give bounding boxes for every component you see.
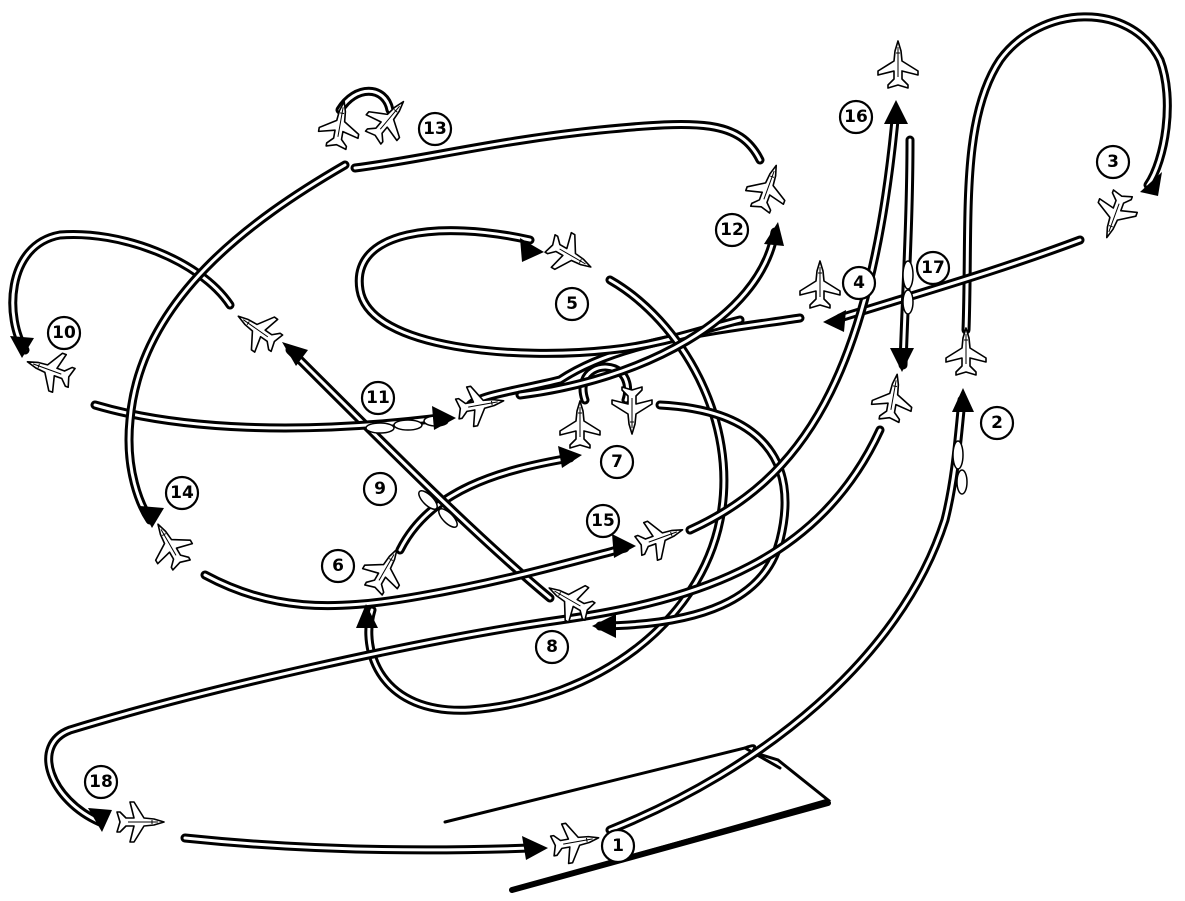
position-label-3: 3 — [1095, 144, 1131, 180]
svg-text:18: 18 — [89, 772, 113, 792]
svg-text:4: 4 — [853, 273, 865, 293]
direction-arrow-icon — [592, 614, 616, 638]
direction-arrow-icon — [356, 604, 378, 628]
jet-aircraft-icon — [364, 100, 405, 145]
path-12-13 — [350, 119, 765, 173]
direction-arrows — [10, 100, 1162, 860]
direction-arrow-icon — [88, 808, 112, 832]
path-9-10 — [8, 229, 235, 355]
position-label-5: 5 — [554, 286, 590, 322]
svg-text:16: 16 — [844, 107, 868, 127]
direction-arrow-icon — [823, 310, 846, 332]
jet-aircraft-icon — [611, 386, 653, 435]
direction-arrow-icon — [522, 836, 548, 860]
direction-arrow-icon — [952, 388, 974, 412]
position-label-1: 1 — [600, 828, 636, 864]
position-label-11: 11 — [360, 380, 396, 416]
jet-aircraft-icon — [799, 260, 841, 309]
jet-aircraft-icon — [744, 164, 786, 214]
jet-aircraft-icon — [154, 523, 194, 571]
direction-arrow-icon — [764, 222, 784, 246]
svg-text:13: 13 — [423, 119, 447, 139]
position-label-7: 7 — [599, 444, 635, 480]
flight-paths — [8, 12, 1172, 855]
svg-text:9: 9 — [374, 479, 386, 499]
position-label-16: 16 — [838, 99, 874, 135]
svg-text:1: 1 — [612, 836, 624, 856]
position-label-2: 2 — [979, 405, 1015, 441]
jet-aircraft-icon — [317, 100, 360, 151]
position-label-14: 14 — [164, 475, 200, 511]
jet-aircraft-icon — [877, 40, 919, 89]
direction-arrow-icon — [558, 446, 582, 468]
jet-aircraft-icon — [549, 822, 600, 865]
jet-aircraft-icon — [870, 373, 913, 424]
position-label-18: 18 — [83, 764, 119, 800]
svg-text:12: 12 — [720, 220, 744, 240]
svg-text:8: 8 — [546, 637, 558, 657]
direction-arrow-icon — [432, 406, 456, 430]
direction-arrow-icon — [890, 348, 914, 372]
jet-aircraft-icon — [237, 315, 284, 353]
svg-text:11: 11 — [366, 388, 390, 408]
svg-text:2: 2 — [991, 413, 1003, 433]
svg-text:3: 3 — [1107, 152, 1119, 172]
jet-aircraft-icon — [454, 385, 505, 428]
direction-arrow-icon — [520, 238, 544, 262]
direction-arrow-icon — [612, 534, 636, 558]
position-label-8: 8 — [534, 629, 570, 665]
svg-text:5: 5 — [566, 294, 578, 314]
position-label-4: 4 — [841, 265, 877, 301]
direction-arrow-icon — [1140, 172, 1162, 196]
jet-aircraft-icon — [26, 352, 76, 394]
direction-arrow-icon — [884, 100, 908, 124]
position-label-17: 17 — [915, 250, 951, 286]
direction-arrow-icon — [10, 336, 34, 358]
svg-text:15: 15 — [591, 511, 615, 531]
svg-text:6: 6 — [332, 556, 344, 576]
jet-aircraft-icon — [548, 584, 596, 624]
svg-text:14: 14 — [170, 483, 194, 503]
position-label-15: 15 — [585, 503, 621, 539]
aircraft — [26, 40, 1139, 865]
jet-aircraft-icon — [361, 548, 401, 596]
jet-aircraft-icon — [945, 327, 987, 376]
roll-segments — [365, 260, 968, 528]
direction-arrow-icon — [282, 342, 308, 366]
svg-text:10: 10 — [52, 323, 76, 343]
position-label-12: 12 — [714, 212, 750, 248]
jet-aircraft-icon — [1097, 189, 1139, 239]
position-label-13: 13 — [417, 111, 453, 147]
jet-aircraft-icon — [634, 520, 684, 562]
jet-aircraft-icon — [559, 400, 601, 449]
position-label-9: 9 — [362, 471, 398, 507]
jet-aircraft-icon — [116, 801, 165, 843]
jet-aircraft-icon — [544, 231, 592, 271]
direction-arrow-icon — [140, 506, 164, 528]
svg-text:7: 7 — [611, 452, 623, 472]
position-label-6: 6 — [320, 548, 356, 584]
path-13-14 — [124, 160, 350, 525]
position-label-10: 10 — [46, 315, 82, 351]
svg-text:17: 17 — [921, 258, 945, 278]
